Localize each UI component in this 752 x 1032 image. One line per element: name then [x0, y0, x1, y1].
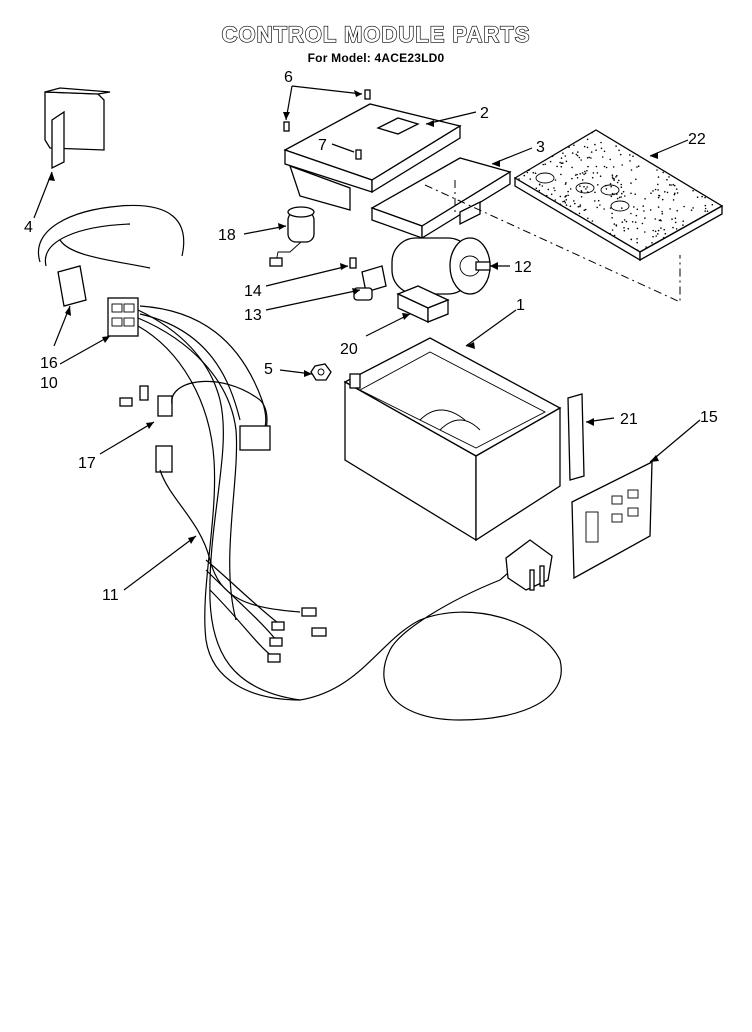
callout-5: 5	[264, 361, 273, 378]
callout-13: 13	[244, 307, 262, 324]
callout-21: 21	[620, 411, 638, 428]
part-2-cover	[283, 103, 462, 211]
callout-14: 14	[244, 283, 262, 300]
callout-11: 11	[102, 587, 119, 604]
callout-17: 17	[78, 455, 96, 472]
part-16-connector	[57, 265, 87, 307]
callout-18: 18	[218, 227, 236, 244]
part-14-13-clip	[349, 257, 387, 301]
callout-6: 6	[284, 69, 293, 86]
leader-lines	[33, 85, 701, 591]
part-15-panel	[571, 460, 653, 580]
diagram-title: CONTROL MODULE PARTS	[221, 21, 531, 47]
part-3-plate	[370, 157, 512, 240]
part-11-wiring-harness	[37, 204, 562, 721]
callout-labels: 6 2 7 3 22 4 18 12 14 1 13 16 20 5 10 21…	[24, 69, 718, 604]
callout-22: 22	[688, 131, 706, 148]
part-1-housing	[343, 337, 562, 542]
part-4-bracket	[44, 87, 111, 170]
callout-12: 12	[514, 259, 532, 276]
callout-1: 1	[516, 297, 525, 314]
callout-7: 7	[318, 137, 327, 154]
callout-15: 15	[700, 409, 718, 426]
callout-3: 3	[536, 139, 545, 156]
part-21-strip	[567, 393, 585, 481]
callout-4: 4	[24, 219, 33, 236]
part-17-ground	[119, 385, 173, 473]
part-20-terminal-block	[396, 285, 450, 324]
callout-2: 2	[480, 105, 489, 122]
callout-10: 10	[40, 375, 58, 392]
part-5-nut	[310, 363, 332, 381]
part-12-capacitor	[391, 237, 491, 295]
diagram-subtitle: For Model: 4ACE23LD0	[307, 51, 445, 65]
part-10-connector-block	[107, 297, 139, 337]
part-18-motor	[269, 206, 315, 267]
callout-20: 20	[340, 341, 358, 358]
part-22-board	[513, 129, 724, 262]
callout-16: 16	[40, 355, 58, 372]
screws-6-7	[283, 89, 371, 160]
